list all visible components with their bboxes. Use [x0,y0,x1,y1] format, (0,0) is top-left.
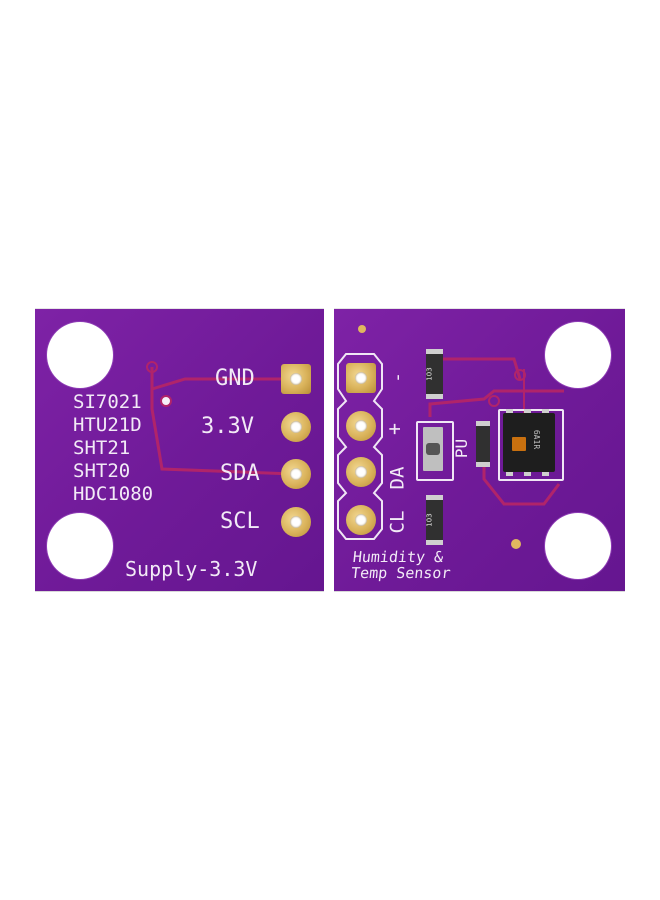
pin-mark-minus: - [386,372,408,383]
sensor-model-label: HTU21D [73,414,142,436]
pin-mark-scl: CL [386,510,409,534]
pin-pad-sda [346,457,376,487]
pullup-label: PU [452,438,472,459]
sensor-pin [542,409,549,413]
board-title: Humidity & Temp Sensor [350,548,453,582]
resistor-code-label: 103 [425,367,434,381]
sensor-pin [542,472,549,476]
pin-mark-sda: DA [386,466,409,490]
mounting-hole [47,322,113,388]
sensor-pin [524,472,531,476]
sensor-model-label: HDC1080 [73,483,154,505]
mounting-hole [545,513,611,579]
pin-label-sda: SDA [220,461,260,486]
copper-traces [146,361,294,476]
mounting-hole [545,322,611,388]
pin-pad-gnd [281,364,311,394]
resistor: 103 [426,495,443,545]
pullup-jumper [423,427,443,471]
sensor-chip-outline [498,409,564,481]
sensor-board-back: - + DA CL 103 103 PU 6A1R Humidity & Tem… [334,309,625,591]
sensor-chip-code: 6A1R [532,429,542,450]
supply-voltage-label: Supply-3.3V [125,557,258,581]
sensor-pin [524,409,531,413]
sensor-model-label: SHT20 [73,460,131,482]
sensor-pin [506,472,513,476]
pin-pad-gnd [346,363,376,393]
resistor: 103 [426,349,443,399]
resistor-code-label: 103 [425,513,434,527]
humidity-sensor-chip: 6A1R [503,413,555,472]
board-title-line2: Temp Sensor [350,564,452,582]
sensor-model-label: SHT21 [73,437,131,459]
sensor-window [512,437,526,451]
capacitor [476,421,490,467]
pin-pad-sda [281,459,311,489]
sensor-pin [506,409,513,413]
mounting-hole [47,513,113,579]
pin-pad-3v3 [281,412,311,442]
board-title-line1: Humidity & [351,548,445,566]
pin-pad-vcc [346,411,376,441]
sensor-model-label: SI7021 [73,391,142,413]
pin-mark-plus: + [382,422,407,436]
pin-label-3v3: 3.3V [201,414,254,439]
pin-label-gnd: GND [215,366,255,391]
sensor-board-front: SI7021 HTU21D SHT21 SHT20 HDC1080 GND 3.… [35,309,324,591]
pullup-jumper-outline [416,421,454,481]
pin-pad-scl [281,507,311,537]
pin-label-scl: SCL [220,509,260,534]
compatible-sensors-list: SI7021 HTU21D SHT21 SHT20 HDC1080 [73,391,153,506]
pin-pad-scl [346,505,376,535]
